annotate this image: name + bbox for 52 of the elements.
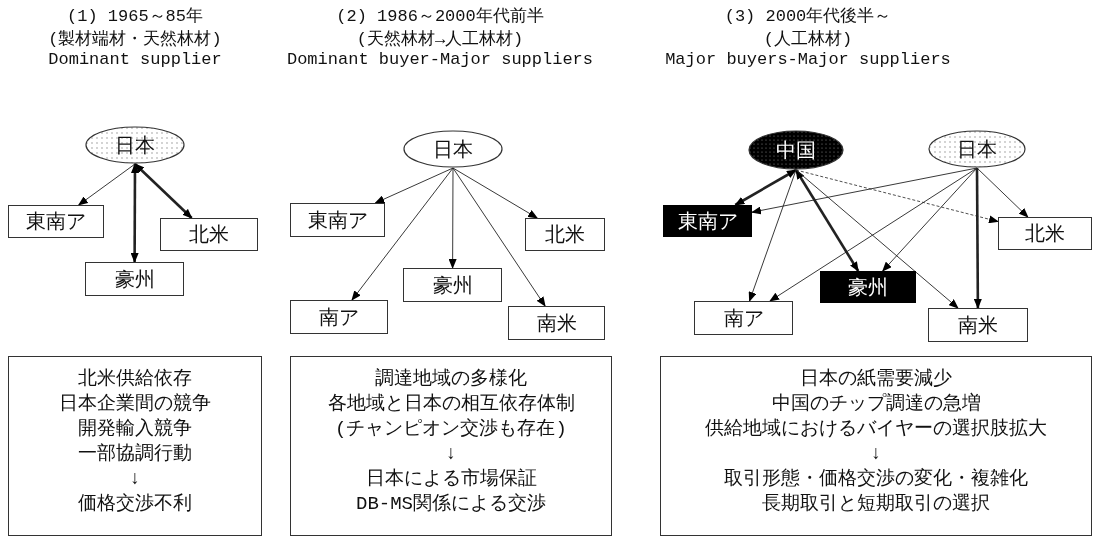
panel-text: DB-MS関係による交渉 [356,492,546,517]
period-subtitle: Major buyers-Major suppliers [665,50,951,69]
panel-text: ↓ [870,442,882,467]
region-box: 北米 [998,217,1092,250]
panel-text: 日本企業間の競争 [59,392,211,417]
region-box: 南米 [928,308,1028,342]
period-heading: (天然林材→人工林材) [356,29,524,50]
region-box: 南米 [508,306,605,340]
period-subtitle: Dominant buyer-Major suppliers [286,50,594,69]
arrow [134,163,193,219]
text-panel [660,356,1092,536]
period-subtitle: Dominant supplier [48,50,222,69]
country-ellipse: 日本 [928,130,1026,168]
region-box: 北米 [525,218,605,251]
panel-text: 供給地域におけるバイヤーの選択肢拡大 [705,417,1047,442]
panel-text: 取引形態・価格交渉の変化・複雑化 [724,467,1028,492]
period-heading: (1) 1965～85年 [67,6,203,27]
panel-text: 日本による市場保証 [365,467,537,492]
arrow [794,169,860,272]
region-box: 豪州 [85,262,184,296]
panel-text: 日本の紙需要減少 [800,367,952,392]
panel-text: (チャンピオン交渉も存在) [335,417,567,442]
period-heading: (3) 2000年代後半～ [724,6,892,27]
text-panel [290,356,612,536]
panel-text: 長期取引と短期取引の選択 [762,492,990,517]
period-heading: (2) 1986～2000年代前半 [336,6,544,27]
panel-text: 開発輸入競争 [78,417,192,442]
panel-text: ↓ [445,442,457,467]
region-box: 東南ア [290,203,385,237]
panel-text: 一部協調行動 [78,442,192,467]
panel-text: ↓ [129,467,141,492]
panel-text: 北米供給依存 [78,367,192,392]
country-ellipse: 中国 [748,130,844,170]
region-box: 南ア [290,300,388,334]
region-box: 南ア [694,301,793,335]
panel-text: 中国のチップ調達の急増 [771,392,981,417]
region-box: 東南ア [663,205,752,237]
region-box: 北米 [160,218,258,251]
period-heading: (製材端材・天然林材) [48,29,222,50]
text-panel [8,356,262,536]
country-ellipse: 日本 [85,126,185,164]
region-box: 東南ア [8,205,104,238]
arrow [130,163,139,263]
panel-text: 調達地域の多様化 [375,367,527,392]
period-heading: (人工林材) [763,29,853,50]
region-box: 豪州 [403,268,502,302]
panel-text: 価格交渉不利 [78,492,192,517]
panel-text: 各地域と日本の相互依存体制 [327,392,575,417]
region-box: 豪州 [820,271,916,303]
country-ellipse: 日本 [403,130,503,168]
arrow [973,168,982,309]
arrow [734,168,797,207]
